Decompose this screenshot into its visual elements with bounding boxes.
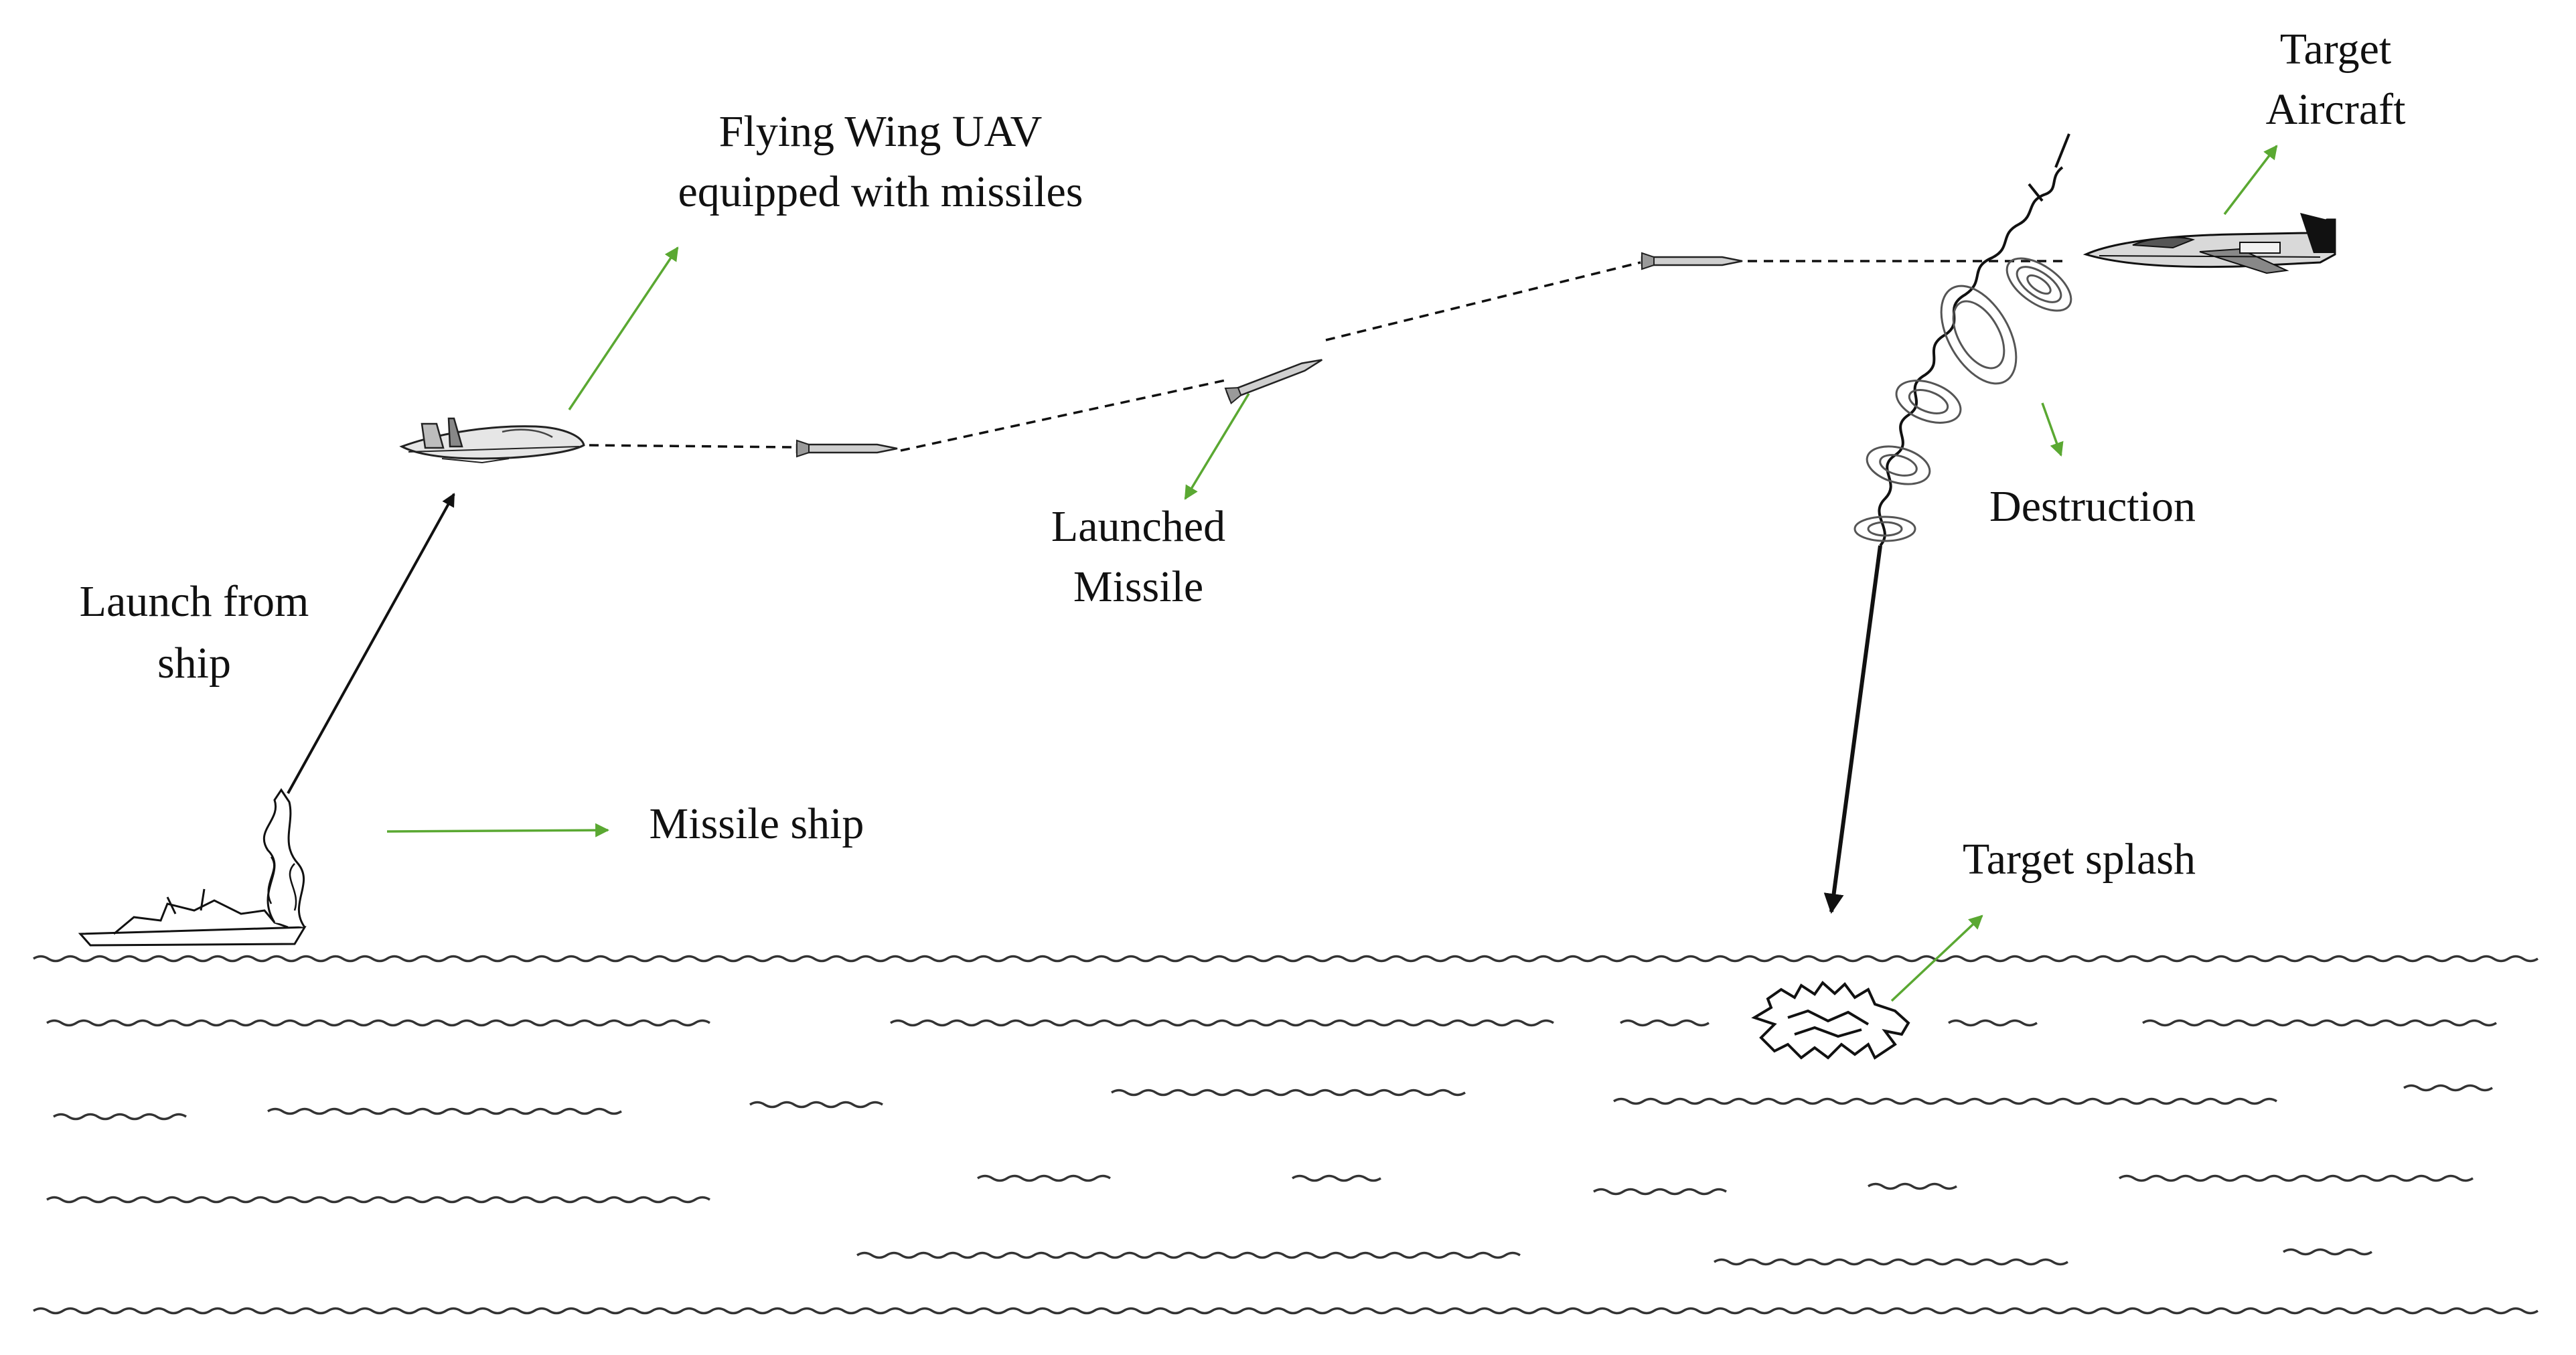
uav-label-line1: Flying Wing UAV xyxy=(719,107,1043,156)
falling-debris-arrow xyxy=(1823,545,1882,914)
flying-wing-uav-icon xyxy=(399,417,585,464)
wave-line xyxy=(1620,1019,1710,1027)
launched-missile-label-line1: Launched xyxy=(1051,502,1225,551)
wave-line xyxy=(1111,1089,1466,1097)
launch-from-ship-label-line1: Launch from xyxy=(80,577,309,626)
destruction-pointer-arrow xyxy=(2041,402,2064,457)
missile-ship-label: Missile ship xyxy=(650,799,864,848)
missile-ship-pointer-arrow xyxy=(386,823,610,838)
wave-line xyxy=(33,1307,2539,1315)
fighter-jet-icon xyxy=(2082,213,2336,274)
wave-line xyxy=(53,1113,187,1121)
wave-line xyxy=(890,1019,1554,1027)
missile-pointer-arrow xyxy=(1184,393,1250,500)
missile-icon xyxy=(1224,359,1323,405)
sea-waves xyxy=(33,955,2539,1315)
labels: Flying Wing UAV equipped with missiles T… xyxy=(80,25,2406,884)
wave-line xyxy=(2119,1174,2474,1182)
wave-line xyxy=(2283,1248,2372,1256)
missile-ship-icon xyxy=(78,788,307,947)
wave-line xyxy=(749,1101,883,1109)
uav-pointer-arrow xyxy=(568,246,679,410)
wave-line xyxy=(856,1251,1521,1259)
wave-line xyxy=(977,1174,1111,1182)
missile-icon xyxy=(795,439,898,458)
launch-from-ship-label-line2: ship xyxy=(157,639,231,688)
explosion-icon xyxy=(1853,133,2072,547)
wave-line xyxy=(1613,1097,2277,1105)
wave-line xyxy=(1868,1182,1957,1190)
target-aircraft-label-line2: Aircraft xyxy=(2266,85,2406,134)
missile-icon xyxy=(1641,252,1743,270)
pointer-arrows xyxy=(386,145,2278,1002)
wave-line xyxy=(1593,1188,1727,1196)
launch-path-arrow xyxy=(287,493,455,794)
uav-label-line2: equipped with missiles xyxy=(678,167,1083,216)
aircraft-pointer-arrow xyxy=(2223,145,2278,216)
wave-line xyxy=(1714,1258,2068,1266)
destruction-label: Destruction xyxy=(1989,482,2196,531)
wave-line xyxy=(46,1019,710,1027)
target-aircraft-label-line1: Target xyxy=(2280,25,2391,74)
target-splash-label: Target splash xyxy=(1963,835,2196,884)
splash-icon xyxy=(1751,981,1910,1060)
wave-line xyxy=(267,1107,622,1115)
wave-line xyxy=(46,1196,710,1204)
wave-line xyxy=(2403,1084,2493,1092)
wave-line xyxy=(33,955,2539,963)
wave-line xyxy=(1948,1019,2038,1027)
wave-line xyxy=(1292,1174,1381,1182)
launched-missile-label-line2: Missile xyxy=(1073,562,1203,611)
splash-pointer-arrow xyxy=(1890,914,1983,1002)
wave-line xyxy=(2142,1019,2497,1027)
flight-path xyxy=(589,260,2069,452)
